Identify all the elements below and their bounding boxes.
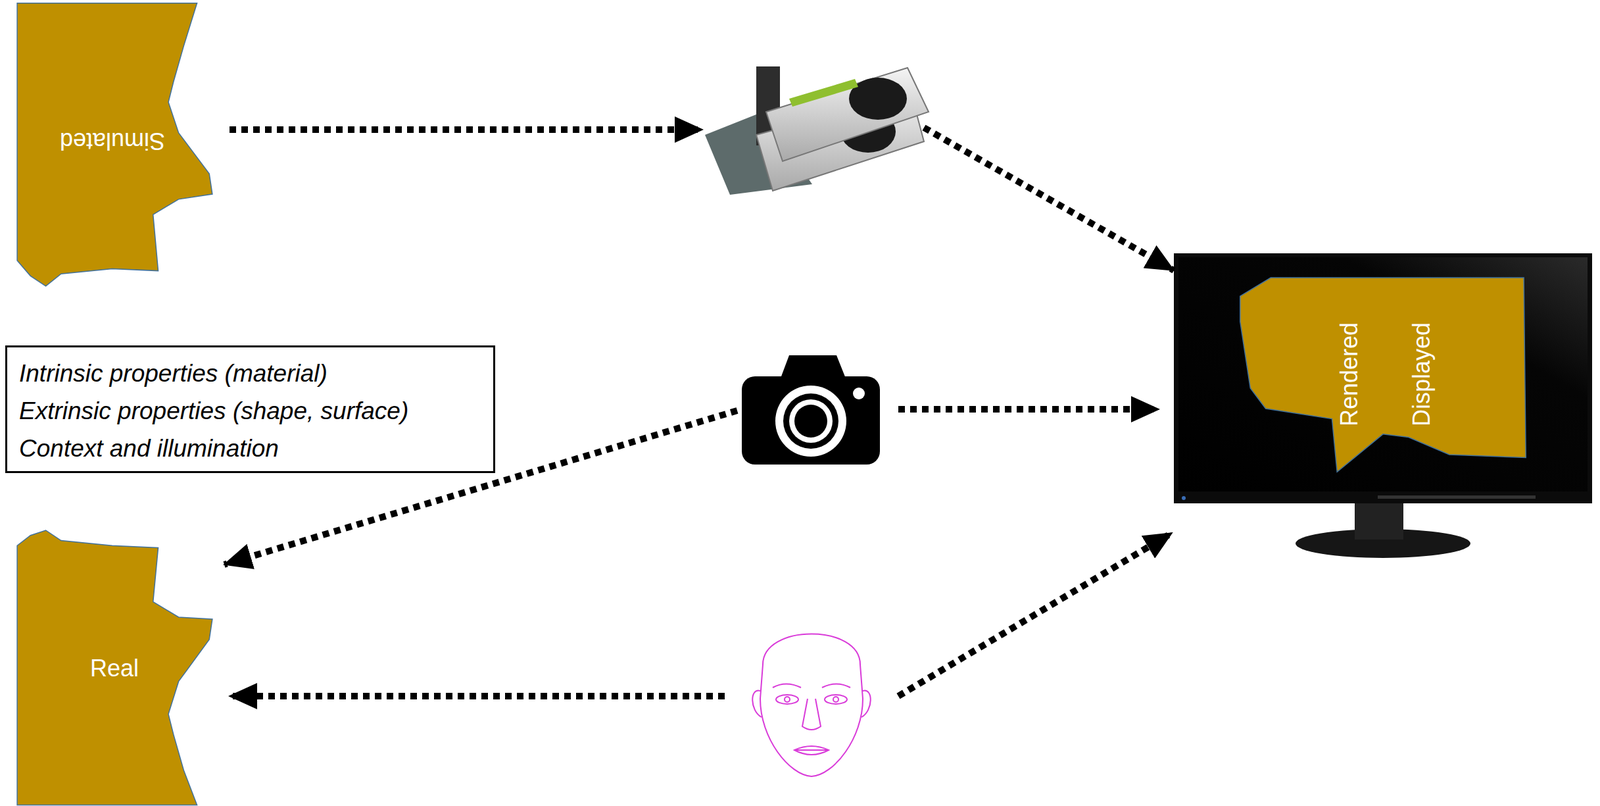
shape-fill: [17, 3, 213, 287]
monitor-screen: [1178, 257, 1588, 492]
rendered-shape: Rendered Displayed: [1235, 275, 1531, 475]
monitor-buttons: [1377, 495, 1536, 499]
camera-body: [741, 376, 880, 465]
dotted-arrow: [229, 692, 725, 700]
shape-label: Rendered: [1337, 322, 1362, 427]
gpu-card: [766, 67, 929, 162]
camera-lens: [789, 399, 833, 443]
dotted-arrow: [898, 405, 1159, 413]
eye: [775, 694, 799, 704]
camera-lens: [775, 385, 847, 457]
property-line: Extrinsic properties (shape, surface): [19, 391, 494, 430]
camera-lens: [783, 393, 839, 449]
gpu-fan: [848, 77, 907, 120]
monitor-bezel: [1173, 253, 1593, 504]
ear: [861, 690, 871, 717]
camera-flash: [852, 387, 865, 400]
eyebrow: [822, 683, 851, 688]
shape-fill: [1240, 277, 1526, 472]
real-shape: Real: [15, 530, 215, 806]
pupil: [833, 696, 839, 702]
ear: [752, 690, 762, 717]
shape-label: Real: [90, 656, 139, 680]
eye: [824, 694, 848, 704]
mouth: [794, 749, 829, 751]
monitor: [1173, 253, 1593, 558]
gpu-accent: [789, 78, 859, 107]
dotted-arrow: [923, 127, 1174, 271]
graphics-cards: [704, 66, 929, 195]
monitor-logo: [1181, 495, 1186, 500]
monitor-neck: [1354, 499, 1404, 540]
properties-box: Intrinsic properties (material)Extrinsic…: [5, 345, 496, 473]
shape-label: Simulated: [59, 128, 166, 153]
dotted-arrow: [898, 532, 1172, 696]
camera-lens: [794, 404, 828, 438]
nose: [802, 698, 821, 730]
mouth: [794, 745, 829, 755]
face-wireframe: [752, 633, 871, 777]
eyebrow: [772, 683, 801, 688]
property-line: Intrinsic properties (material): [19, 354, 494, 392]
property-line: Context and illumination: [19, 429, 494, 467]
shape-fill: [17, 530, 213, 805]
simulated-shape: Simulated: [15, 0, 215, 289]
pupil: [784, 696, 790, 702]
camera-icon: [741, 355, 880, 465]
dotted-arrow: [229, 126, 703, 133]
shape-label: Displayed: [1409, 322, 1434, 427]
head-outline: [760, 633, 863, 777]
shape-outline: [1235, 275, 1531, 475]
